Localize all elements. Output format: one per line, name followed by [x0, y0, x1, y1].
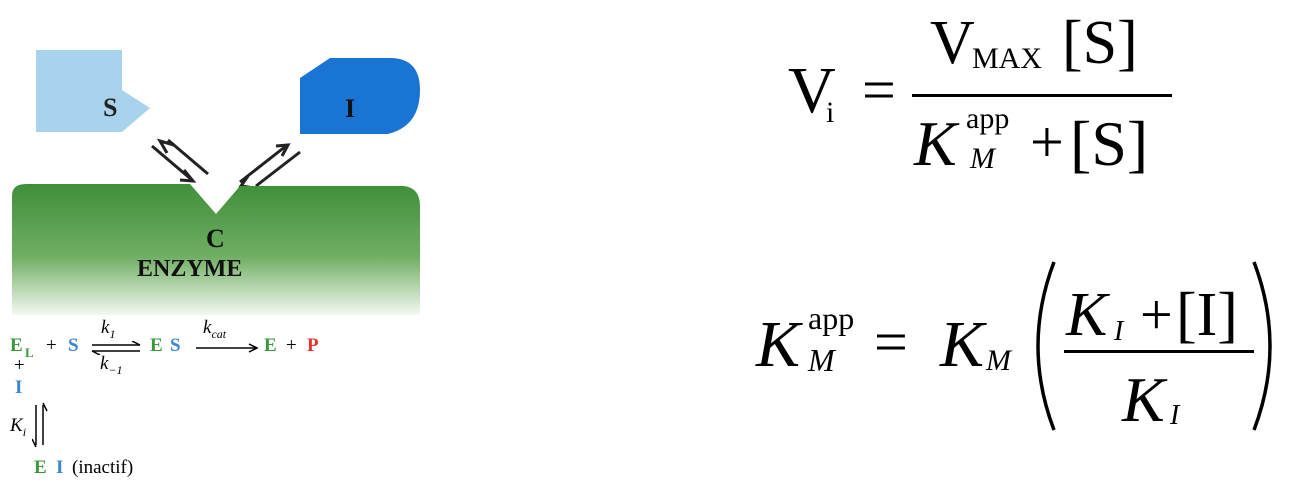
- mech-I: I: [15, 377, 23, 398]
- substrate-label: S: [103, 93, 117, 122]
- eq1-num-sub: MAX: [972, 42, 1043, 75]
- mech-plus-1: +: [46, 335, 57, 356]
- eq2-num-plus: +: [1140, 282, 1173, 347]
- mech-EI-I: I: [56, 457, 64, 478]
- site-label: C: [206, 224, 225, 253]
- eq2-lhs-sup: app: [808, 300, 855, 336]
- eq2-num-sub: I: [1114, 316, 1124, 347]
- eq2-den-K: K: [1122, 364, 1165, 435]
- eq1-den-plus: +: [1030, 109, 1064, 175]
- mech-inactive: (inactif): [72, 457, 134, 478]
- mech-L-sub: L: [25, 345, 34, 360]
- eq1-den-sup: app: [966, 102, 1010, 135]
- eq2-num-K: K: [1066, 281, 1108, 349]
- eq2-lhs-sub: M: [808, 342, 835, 378]
- eq2-fraction-bar: [1064, 350, 1254, 353]
- eq1-lhs-V: V: [788, 54, 836, 127]
- mech-reversible-arrow: [91, 341, 141, 355]
- eq1-den-S: [S]: [1070, 108, 1149, 179]
- mech-P: P: [307, 335, 319, 356]
- eq2-K: K: [940, 308, 985, 381]
- inhibitor-shape: [300, 58, 420, 134]
- eq1-num-V: V: [930, 9, 975, 77]
- inhibitor-equilibrium-arrows: [238, 143, 301, 190]
- mech-plus-under: +: [14, 355, 25, 376]
- enzyme-diagram: S I C ENZYME: [12, 50, 420, 315]
- mech-S: S: [68, 335, 79, 356]
- mech-EI-E: E: [34, 457, 47, 478]
- mech-Ki-arrows: [32, 402, 48, 448]
- eq1-num-S: [S]: [1062, 9, 1138, 77]
- eq2-lhs-K: K: [756, 308, 801, 381]
- mech-kcat: kcat: [203, 317, 227, 341]
- mech-ES-S: S: [170, 335, 181, 356]
- mech-E: E: [10, 335, 23, 356]
- substrate-equilibrium-arrows: [151, 138, 209, 183]
- mech-k-1: k−1: [100, 353, 123, 377]
- mech-kcat-arrow: [196, 343, 259, 353]
- mech-prod-E: E: [264, 335, 277, 356]
- eq2-equals: =: [874, 309, 908, 375]
- inhibitor-label: I: [345, 94, 355, 123]
- eq2-K-sub: M: [986, 344, 1011, 377]
- eq2-parentheses: [1036, 261, 1272, 431]
- enzyme-shape: [12, 184, 420, 315]
- enzyme-label: ENZYME: [137, 256, 242, 282]
- eq2-num-I: [I]: [1176, 281, 1238, 349]
- eq1-den-sub: M: [970, 142, 995, 175]
- mech-k1: k1: [101, 317, 116, 341]
- reaction-mechanism: E L + S k1 k−1 E S kcat E + P + I Ki E I…: [10, 315, 430, 490]
- mech-Ki: Ki: [10, 415, 27, 439]
- mech-ES-E: E: [150, 335, 163, 356]
- substrate-shape: [36, 50, 150, 132]
- eq1-den-K: K: [914, 108, 957, 179]
- eq1-lhs-sub: i: [826, 96, 835, 129]
- mech-plus-2: +: [286, 335, 297, 356]
- eq1-fraction-bar: [912, 94, 1172, 97]
- eq2-den-sub: I: [1170, 400, 1180, 431]
- eq1-equals: =: [862, 57, 896, 123]
